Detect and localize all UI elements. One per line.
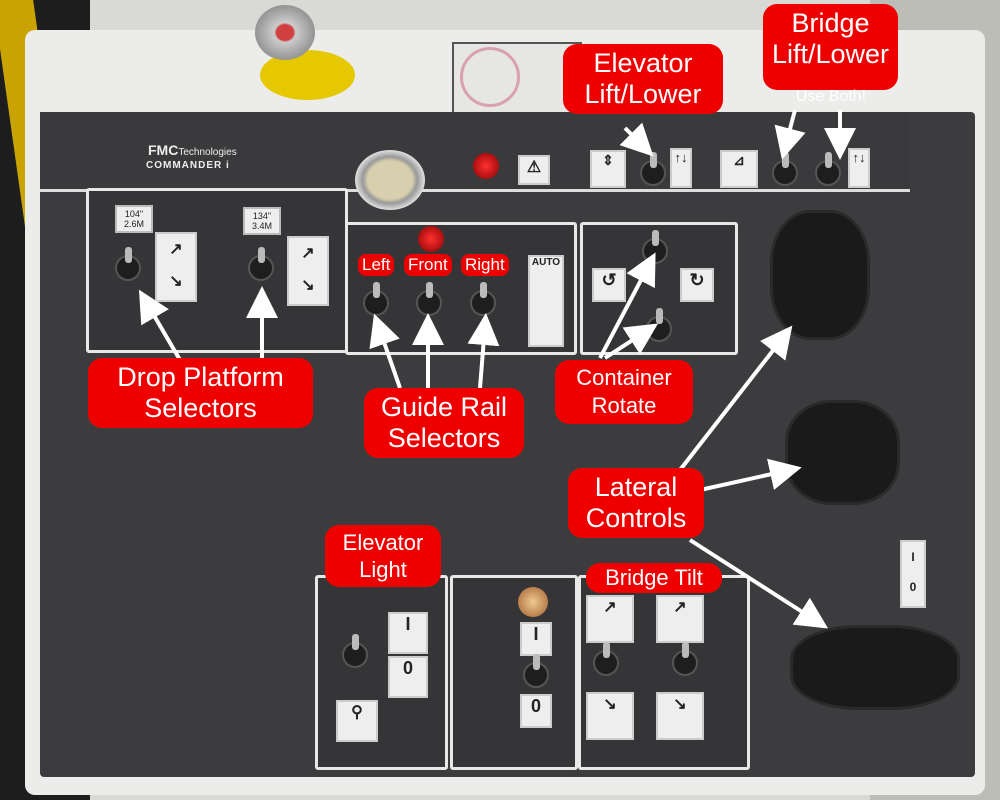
arrow	[467, 313, 500, 389]
center-lamp-section	[450, 575, 578, 770]
on-symbol: I	[388, 612, 428, 654]
label-use-both: Use Both!	[795, 88, 867, 105]
tilt-down-icon: ↘	[586, 692, 634, 740]
label-lateral-controls: Lateral Controls	[568, 468, 704, 538]
model-name: COMMANDER i	[146, 160, 230, 171]
up-down-arrows-icon: ↑↓	[670, 148, 692, 188]
drop-tag-104: 104" 2.6M	[115, 205, 153, 233]
brand-logo: FMCTechnologies	[148, 142, 237, 158]
arrow	[369, 313, 402, 389]
elevator-lift-toggle[interactable]	[640, 152, 666, 186]
bridge-icon: ⊿	[720, 150, 758, 188]
bridge-tilt-left-toggle[interactable]	[593, 642, 619, 676]
label-front: Front	[404, 254, 452, 276]
prohibition-icon	[460, 47, 520, 107]
tilt-down-icon: ↘	[656, 692, 704, 740]
indicator-gauge	[355, 150, 425, 210]
guide-rail-front-toggle[interactable]	[416, 282, 442, 316]
label-bridge-lift: Bridge Lift/Lower	[763, 4, 898, 90]
tilt-up-icon: ↗	[656, 595, 704, 643]
off-symbol: 0	[520, 694, 552, 728]
lateral-joystick-3[interactable]	[790, 625, 960, 710]
off-symbol: 0	[909, 580, 917, 594]
warning-icon: ⚠	[518, 155, 550, 185]
label-bridge-tilt: Bridge Tilt	[586, 563, 722, 593]
tilt-up-icon: ↗	[586, 595, 634, 643]
arrow	[688, 538, 829, 629]
label-container-rotate: Container Rotate	[555, 360, 693, 424]
drop-tag-134: 134" 3.4M	[243, 207, 281, 235]
guide-rail-right-toggle[interactable]	[470, 282, 496, 316]
elevator-light-toggle[interactable]	[342, 634, 368, 668]
drop-platform-right-toggle[interactable]	[248, 247, 274, 281]
elevator-light-icon: ⚲	[336, 700, 378, 742]
arrow	[598, 252, 656, 359]
rotate-cw-icon: ↻	[680, 268, 714, 302]
off-symbol: 0	[388, 656, 428, 698]
arrow	[678, 325, 793, 472]
top-strip	[40, 112, 910, 192]
label-elevator-light: Elevator Light	[325, 525, 441, 587]
label-guide-rail: Guide Rail Selectors	[364, 388, 524, 458]
label-elevator-lift: Elevator Lift/Lower	[563, 44, 723, 114]
arrow	[138, 289, 182, 362]
arrow	[619, 122, 654, 157]
auto-panel: AUTO	[528, 255, 564, 347]
arrow	[774, 109, 806, 160]
arrow	[603, 323, 659, 360]
red-indicator-lamp	[418, 226, 444, 252]
bridge-lift-toggle-2[interactable]	[815, 152, 841, 186]
auto-label: AUTO	[531, 257, 561, 268]
amber-indicator-lamp	[518, 587, 548, 617]
drop-platform-left-toggle[interactable]	[115, 247, 141, 281]
emergency-stop-button[interactable]	[255, 5, 315, 60]
rotate-ccw-icon: ↺	[592, 268, 626, 302]
platform-direction-icon: ↗↘	[287, 236, 329, 306]
center-toggle[interactable]	[523, 654, 549, 688]
on-symbol: I	[911, 550, 915, 564]
label-left: Left	[358, 254, 395, 276]
label-right: Right	[461, 254, 509, 276]
arrow	[699, 458, 802, 492]
bridge-lift-toggle-1[interactable]	[772, 152, 798, 186]
label-drop-platform: Drop Platform Selectors	[88, 358, 313, 428]
lateral-joystick-2[interactable]	[785, 400, 900, 505]
bridge-tilt-right-toggle[interactable]	[672, 642, 698, 676]
red-indicator-lamp	[473, 153, 499, 179]
lateral-joystick-1[interactable]	[770, 210, 870, 340]
